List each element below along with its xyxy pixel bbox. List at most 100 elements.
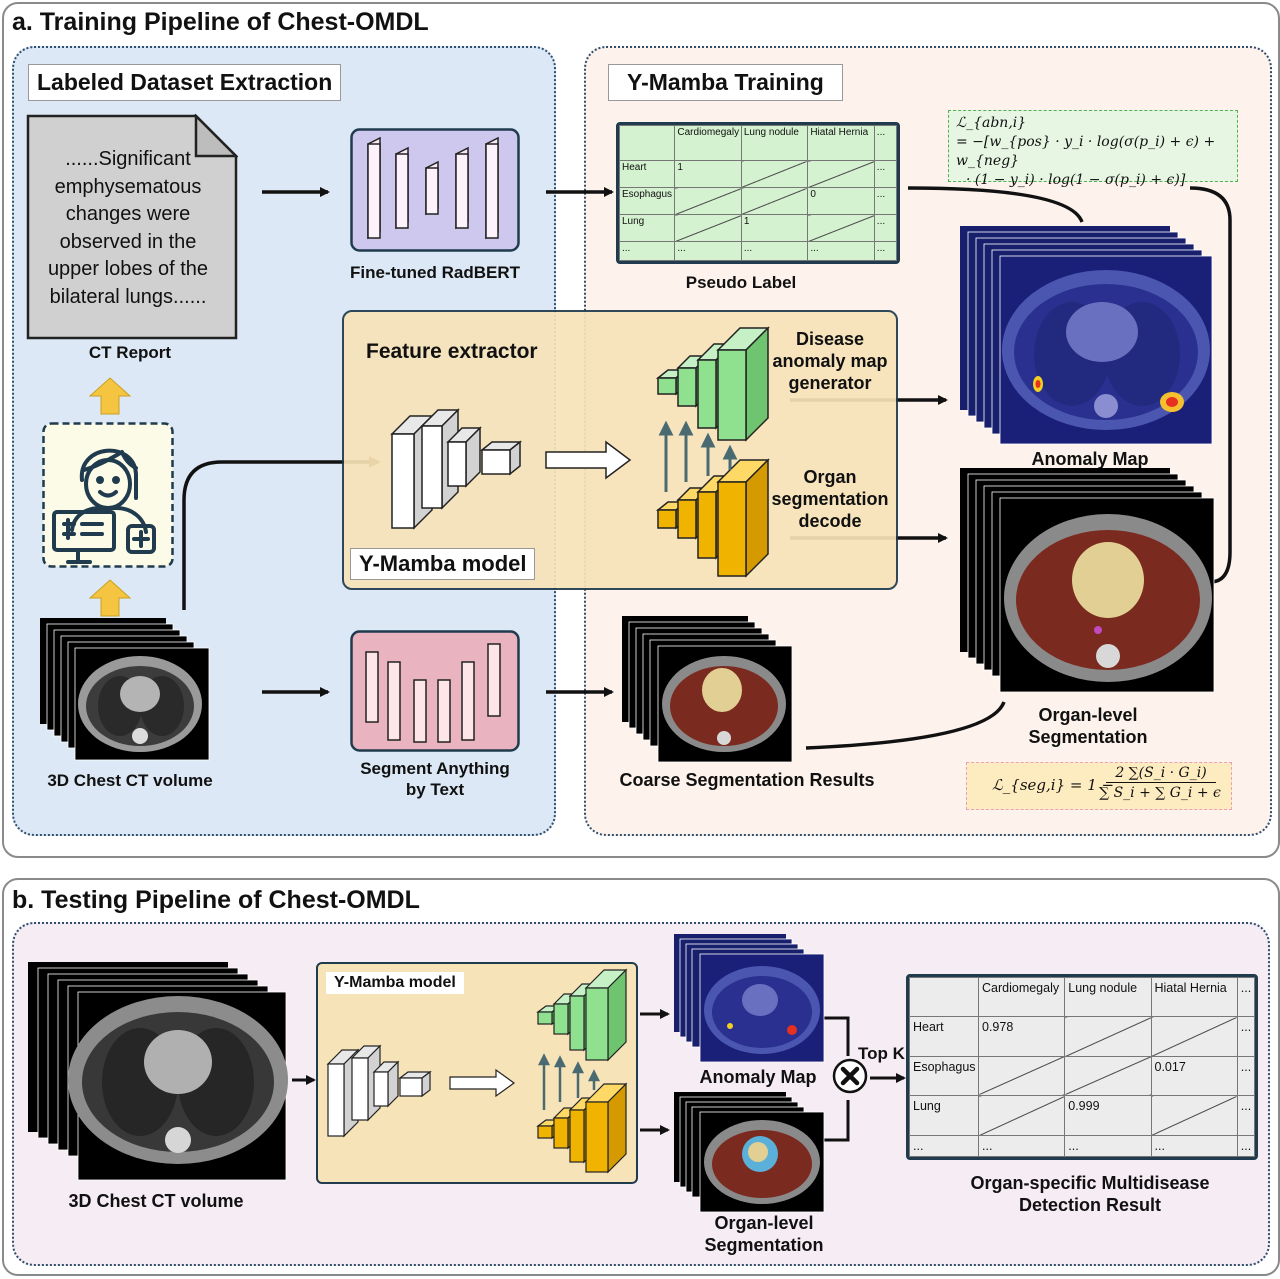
- label-line: segmentation: [771, 489, 889, 509]
- table-cell: ...: [873, 187, 898, 216]
- multiply-circle-icon: [832, 1058, 868, 1094]
- table-cell: ...: [1236, 1095, 1256, 1136]
- table-header: Hiatal Hernia: [807, 124, 875, 162]
- table-header: [618, 124, 676, 162]
- table-cell: 1: [740, 214, 809, 243]
- hollow-arrow-b: [449, 1068, 516, 1098]
- report-line: ......Significant: [65, 148, 191, 170]
- result-table-grid: Cardiomegaly Lung nodule Hiatal Hernia .…: [909, 976, 1256, 1158]
- caption-line: Segmentation: [704, 1235, 824, 1255]
- ymamba-training-label: Y-Mamba Training: [608, 64, 843, 101]
- coarse-segmentation-stack: [622, 616, 793, 763]
- table-cell: ...: [1236, 1134, 1256, 1158]
- caption-line: Organ-level: [1038, 705, 1138, 725]
- table-header: Lung nodule: [1064, 976, 1152, 1018]
- organ-segmentation-stack: [960, 468, 1215, 693]
- panel-b-title: b. Testing Pipeline of Chest-OMDL: [12, 886, 420, 914]
- encoder-blocks-b: [326, 1044, 432, 1138]
- table-cell: ...: [909, 1134, 979, 1158]
- pseudo-label-caption: Pseudo Label: [685, 273, 797, 292]
- table-cell: [674, 187, 742, 216]
- table-cell: Esophagus: [909, 1055, 979, 1097]
- anomaly-map-caption: Anomaly Map: [1031, 449, 1149, 469]
- caption-line: Organ-specific Multidisease: [970, 1173, 1210, 1193]
- table-cell: Heart: [909, 1016, 979, 1057]
- table-cell: ...: [740, 241, 809, 261]
- table-cell: 0.999: [1064, 1095, 1152, 1136]
- result-caption: Organ-specific Multidisease Detection Re…: [940, 1172, 1240, 1216]
- formula-line: = −[w_{pos} · y_i · log(σ(p_i) + ϵ) + w_…: [956, 134, 1216, 169]
- ct-volume-caption-b: 3D Chest CT volume: [68, 1191, 244, 1211]
- radbert-caption: Fine-tuned RadBERT: [350, 263, 520, 282]
- table-cell: [1064, 1055, 1152, 1097]
- table-cell: [1150, 1095, 1238, 1136]
- ct-volume-caption: 3D Chest CT volume: [47, 771, 213, 790]
- caption-line: Segmentation: [1028, 727, 1148, 747]
- table-header: ...: [1236, 976, 1256, 1018]
- ct-report-caption: CT Report: [88, 343, 172, 362]
- report-line: emphysematous: [54, 175, 202, 198]
- doctor-computer-icon: [42, 422, 174, 568]
- table-cell: ...: [1064, 1134, 1152, 1158]
- table-cell: 0: [807, 187, 875, 216]
- table-cell: [740, 187, 809, 216]
- report-line: upper lobes of the: [47, 258, 209, 281]
- table-cell: Esophagus: [618, 187, 676, 216]
- table-cell: Lung: [909, 1095, 979, 1136]
- table-header: ...: [873, 124, 898, 162]
- label-line: Organ: [803, 467, 857, 487]
- table-cell: [977, 1055, 1066, 1097]
- anomaly-map-stack: [960, 226, 1213, 445]
- abn-loss-text: ℒ_{abn,i} = −[w_{pos} · y_i · log(σ(p_i)…: [956, 114, 1236, 190]
- ct-volume-stack: [40, 618, 210, 761]
- sat-caption-line: Segment Anything: [360, 759, 510, 778]
- table-cell: ...: [1236, 1016, 1256, 1057]
- pseudo-table: Cardiomegaly Lung nodule Hiatal Hernia .…: [618, 124, 898, 261]
- document-icon: [26, 114, 238, 340]
- table-cell: Lung: [618, 214, 676, 243]
- formula-line: · (1 − y_i) · log(1 − σ(p_i) + ϵ)]: [966, 172, 1186, 188]
- table-cell: ...: [977, 1134, 1066, 1158]
- table-header: Cardiomegaly: [674, 124, 742, 162]
- label-line: Disease: [795, 329, 865, 349]
- table-cell: ...: [873, 241, 898, 261]
- caption-line: Detection Result: [1018, 1195, 1162, 1215]
- seg-loss-formula: [966, 762, 1232, 810]
- up-arrow-icon: [88, 377, 132, 415]
- table-header: Cardiomegaly: [977, 976, 1066, 1018]
- table-cell: ...: [674, 241, 742, 261]
- table-cell: ...: [1236, 1055, 1256, 1097]
- table-header: [909, 976, 979, 1018]
- report-line: bilateral lungs......: [49, 285, 207, 308]
- table-header: Hiatal Hernia: [1150, 976, 1238, 1018]
- organ-level-caption: Organ-level Segmentation: [998, 704, 1178, 748]
- report-line: changes were: [65, 203, 191, 226]
- sat-caption: Segment Anything by Text: [330, 758, 540, 800]
- hollow-arrow: [545, 440, 632, 480]
- table-cell: [807, 160, 875, 189]
- ct-volume-stack-b: [28, 962, 288, 1181]
- report-text: ......Significant emphysematous changes …: [28, 146, 228, 312]
- table-header: Lung nodule: [740, 124, 809, 162]
- label-line: decode: [798, 511, 862, 531]
- pseudo-label-table: Cardiomegaly Lung nodule Hiatal Hernia .…: [616, 122, 900, 264]
- decoder-blocks: [655, 326, 770, 578]
- table-cell: [977, 1095, 1066, 1136]
- decoder-blocks-b: [536, 968, 628, 1174]
- table-cell: ...: [873, 160, 898, 189]
- label-line: generator: [788, 373, 872, 393]
- organ-decoder-label: Organ segmentation decode: [764, 466, 896, 532]
- table-cell: ...: [873, 214, 898, 243]
- formula-line: ℒ_{abn,i}: [956, 115, 1027, 131]
- table-cell: Heart: [618, 160, 676, 189]
- coarse-caption: Coarse Segmentation Results: [619, 770, 875, 790]
- table-cell: ...: [1150, 1134, 1238, 1158]
- abn-loss-formula: [948, 110, 1238, 182]
- feature-extractor-label: Feature extractor: [366, 340, 538, 363]
- table-cell: ...: [807, 241, 875, 261]
- table-cell: [674, 214, 742, 243]
- disease-generator-label: Disease anomaly map generator: [764, 328, 896, 394]
- organ-level-caption-b: Organ-level Segmentation: [682, 1212, 846, 1256]
- anomaly-map-caption-b: Anomaly Map: [699, 1067, 817, 1087]
- up-arrow-icon: [88, 579, 132, 617]
